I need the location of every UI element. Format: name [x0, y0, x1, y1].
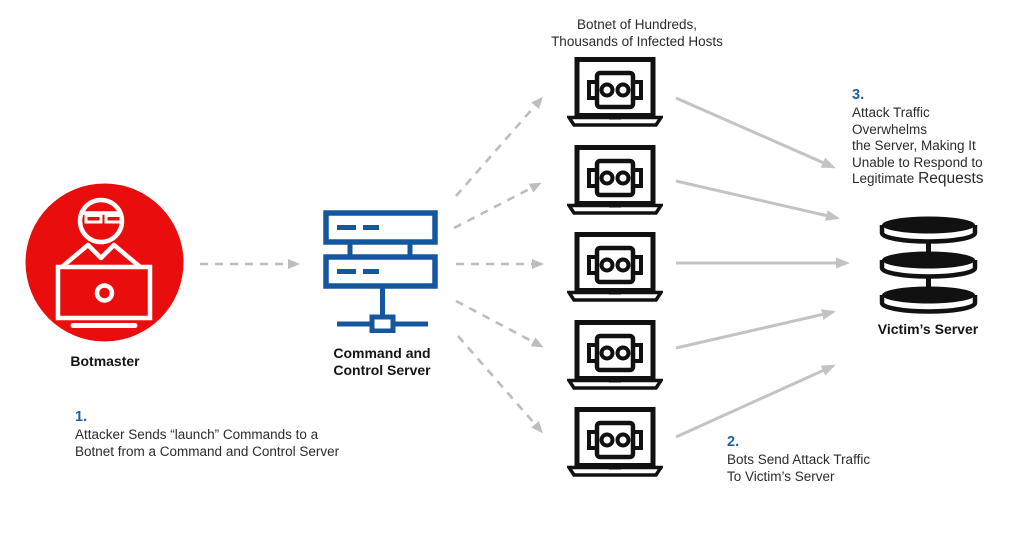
note-3-line5-large: Requests — [918, 170, 984, 187]
cc-server-label: Command and Control Server — [302, 345, 462, 379]
arrow-server-to-bot-1 — [455, 96, 543, 197]
note-3-line5: Legitimate Requests — [852, 170, 984, 188]
victim-server-label: Victim’s Server — [877, 321, 979, 337]
command-control-server-icon — [323, 210, 438, 333]
note-1-line1: Attacker Sends “launch” Commands to a — [75, 427, 319, 442]
attacker-laptop-logo — [94, 283, 115, 303]
note-3-line3: the Server, Making It — [852, 138, 976, 153]
bot-laptop-icon — [567, 145, 663, 215]
botnet-caption: Botnet of Hundreds, Thousands of Infecte… — [497, 16, 777, 50]
note-3-line4: Unable to Respond to — [852, 154, 983, 170]
note-step-1: 1. Attacker Sends “launch” Commands to a… — [75, 409, 339, 460]
dashed-command-arrows — [200, 96, 544, 434]
botmaster-icon — [25, 183, 184, 342]
bot-laptop-icon — [567, 57, 663, 127]
victim-server-icon — [879, 216, 978, 314]
note-3-line5-normal: Legitimate — [852, 171, 915, 186]
bot-laptop-icon — [567, 407, 663, 477]
server-rack-top — [323, 210, 438, 245]
note-3-line2: Overwhelms — [852, 121, 928, 137]
note-step-2: 2. Bots Send Attack Traffic To Victim’s … — [727, 434, 870, 485]
arrow-bot5-to-victim — [675, 364, 836, 439]
sunglasses-left-lens — [84, 214, 103, 224]
note-1-number: 1. — [75, 409, 88, 425]
cc-server-label-line2: Control Server — [333, 362, 431, 378]
attacker-shoulders — [60, 242, 142, 269]
arrow-server-to-bot-2 — [453, 182, 542, 230]
attacker-laptop — [55, 264, 153, 321]
arrow-bot2-to-victim — [675, 179, 840, 221]
botmaster-label: Botmaster — [70, 353, 140, 369]
sunglasses-right-lens — [104, 214, 123, 224]
note-3-number: 3. — [852, 87, 865, 103]
note-2-line2: To Victim’s Server — [727, 468, 835, 484]
botnet-caption-line2: Thousands of Infected Hosts — [551, 34, 723, 49]
solid-attack-arrows — [675, 96, 850, 439]
note-2-line1: Bots Send Attack Traffic — [727, 452, 871, 467]
arrow-server-to-bot-4 — [455, 299, 544, 348]
arrow-bot4-to-victim — [675, 309, 836, 350]
note-1-line2: Botnet from a Command and Control Server — [75, 443, 340, 459]
note-step-3: 3. Attack Traffic Overwhelms the Server,… — [852, 87, 984, 188]
bot-laptop-icon — [567, 320, 663, 390]
note-3-line1: Attack Traffic — [852, 105, 930, 120]
botnet-caption-line1: Botnet of Hundreds, — [576, 17, 698, 32]
arrow-server-to-bot-5 — [457, 335, 543, 434]
bot-laptop-icon — [567, 232, 663, 302]
botmaster-circle — [25, 183, 184, 342]
arrow-bot1-to-victim — [675, 96, 836, 169]
network-node — [369, 314, 396, 333]
note-2-number: 2. — [727, 434, 740, 450]
cc-server-label-line1: Command and — [333, 345, 431, 361]
